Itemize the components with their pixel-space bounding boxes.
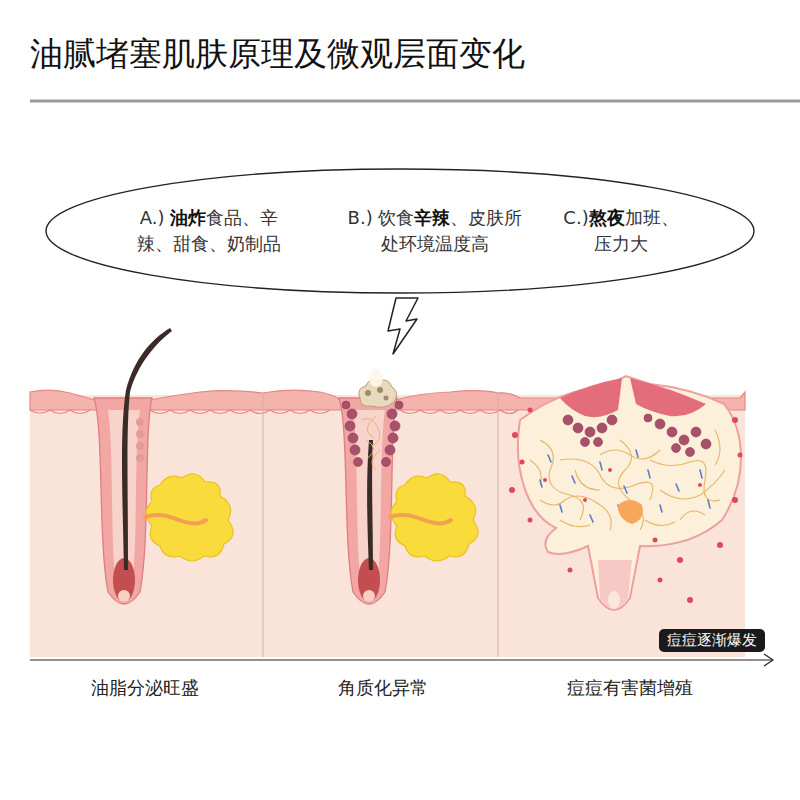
- stage-text: 痘痘逐渐爆发: [667, 631, 757, 650]
- page-title: 油腻堵塞肌肤原理及微观层面变化: [30, 32, 525, 77]
- cause-text: C.)熬夜加班、压力大: [559, 205, 683, 257]
- ellipse-shape: [46, 169, 754, 293]
- stage-label: 角质化异常: [338, 676, 428, 700]
- ellipse-outline: [45, 168, 755, 294]
- cause-text: B.) 饮食辛辣、皮肤所处环境温度高: [344, 205, 526, 257]
- clogged-pore: [342, 369, 403, 470]
- timeline-arrow: [30, 659, 772, 660]
- title-rule: [30, 100, 800, 103]
- hair-shaft: [122, 328, 172, 570]
- stage-tag: 痘痘逐渐爆发: [659, 629, 765, 652]
- stage-label: 油脂分泌旺盛: [91, 676, 199, 700]
- stage-label: 痘痘有害菌增殖: [567, 676, 693, 700]
- cause-text: A.) 油炸食品、辛辣、甜食、奶制品: [125, 205, 293, 257]
- cause-ellipse: A.) 油炸食品、辛辣、甜食、奶制品 B.) 饮食辛辣、皮肤所处环境温度高 C.)熬…: [45, 168, 755, 294]
- inflamed-acne: [509, 376, 743, 610]
- arrow-head: [764, 654, 773, 666]
- lightning-bolt: [388, 298, 418, 354]
- hair-follicle: [339, 398, 478, 604]
- hair-follicle: [94, 398, 233, 604]
